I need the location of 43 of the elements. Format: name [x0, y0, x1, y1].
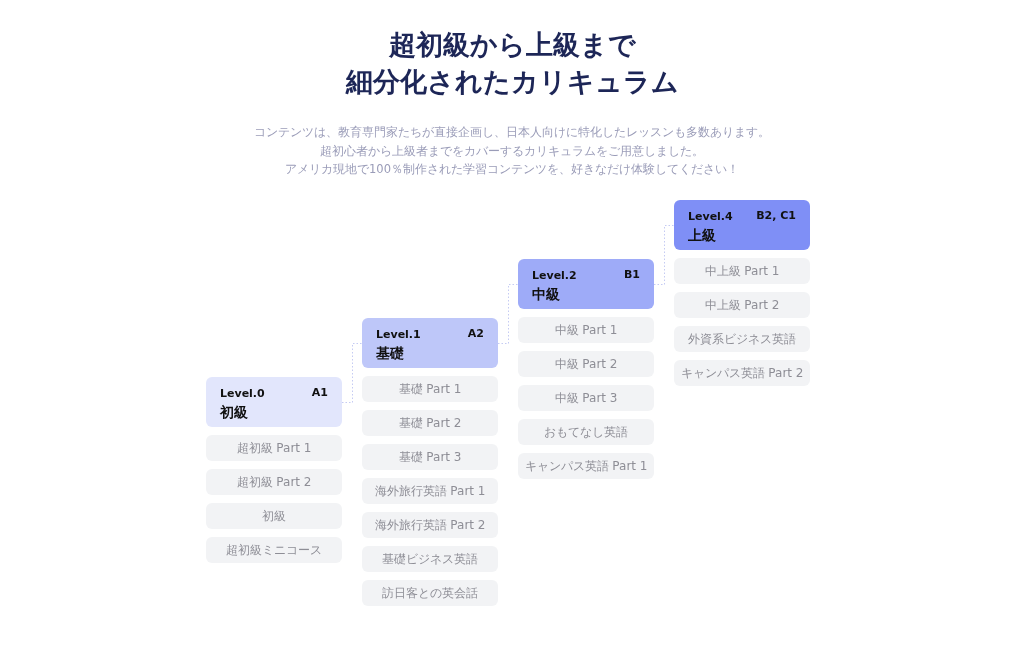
course-card: 訪日客との英会話: [362, 580, 498, 606]
level-label: Level.1: [376, 328, 421, 342]
level-name: 基礎: [376, 344, 404, 362]
cefr-label: A1: [311, 386, 328, 400]
course-card: 海外旅行英語 Part 1: [362, 478, 498, 504]
course-card: 中上級 Part 1: [674, 258, 810, 284]
level-name: 初級: [220, 403, 248, 421]
level-label: Level.4: [688, 210, 733, 224]
course-card: 外資系ビジネス英語: [674, 326, 810, 352]
description-text: 超初心者から上級者までをカバーするカリキュラムをご用意しました。: [320, 142, 704, 160]
course-card: 超初級ミニコース: [206, 537, 342, 563]
course-card: 超初級 Part 2: [206, 469, 342, 495]
level-card: [206, 377, 342, 427]
title: 超初級から上級まで細分化されたカリキュラム: [344, 28, 680, 99]
cefr-label: B2, C1: [756, 209, 796, 223]
level-label: Level.2: [532, 269, 577, 283]
cefr-label: A2: [467, 327, 484, 341]
course-card: 中級 Part 3: [518, 385, 654, 411]
level-name: 中級: [532, 285, 560, 303]
level-label: Level.0: [220, 387, 265, 401]
course-card: おもてなし英語: [518, 419, 654, 445]
course-card: キャンパス英語 Part 1: [518, 453, 654, 479]
course-card: 基礎ビジネス英語: [362, 546, 498, 572]
description-text: アメリカ現地で100％制作された学習コンテンツを、好きなだけ体験してください！: [285, 161, 739, 178]
course-card: 中級 Part 1: [518, 317, 654, 343]
course-card: 基礎 Part 2: [362, 410, 498, 436]
course-card: 中級 Part 2: [518, 351, 654, 377]
course-card: 海外旅行英語 Part 2: [362, 512, 498, 538]
course-card: 超初級 Part 1: [206, 435, 342, 461]
dotted-connector: [341, 343, 363, 403]
cefr-label: B1: [623, 268, 640, 282]
course-card: 基礎 Part 1: [362, 376, 498, 402]
level-card: [362, 318, 498, 368]
dotted-connector: [497, 284, 519, 344]
level-name: 上級: [688, 226, 716, 244]
level-card: [518, 259, 654, 309]
course-card: 初級: [206, 503, 342, 529]
course-card: 基礎 Part 3: [362, 444, 498, 470]
description-text: コンテンツは、教育専門家たちが直接企画し、日本人向けに特化したレッスンも多数あります。: [254, 124, 770, 141]
course-card: 中上級 Part 2: [674, 292, 810, 318]
level-card: [674, 200, 810, 250]
dotted-connector: [653, 225, 675, 285]
course-card: キャンパス英語 Part 2: [674, 360, 810, 386]
